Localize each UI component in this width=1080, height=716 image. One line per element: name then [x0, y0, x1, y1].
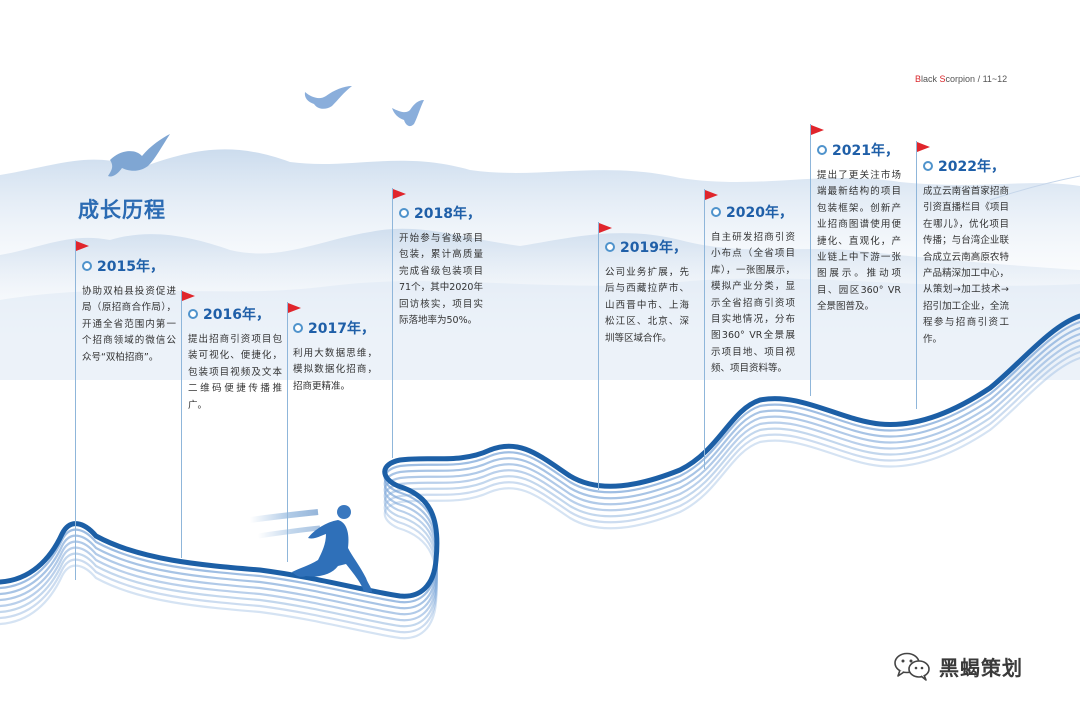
ring-icon	[293, 323, 303, 333]
flag-icon	[182, 291, 195, 301]
ring-icon	[188, 309, 198, 319]
milestone-year: 2015年，	[97, 259, 164, 275]
bird-2	[304, 86, 352, 109]
timeline-ribbon	[0, 313, 1080, 640]
flag-icon	[705, 190, 718, 200]
milestone-2019: 2019年， 公司业务扩展，先后与西藏拉萨市、山西晋中市、上海松江区、北京、深圳…	[605, 237, 689, 347]
ring-icon	[817, 145, 827, 155]
milestone-pole	[75, 240, 76, 580]
milestone-2017: 2017年， 利用大数据思维，模拟数据化招商，招商更精准。	[293, 318, 377, 395]
flag-icon	[599, 223, 612, 233]
ribbon-line	[0, 332, 1080, 616]
milestone-text: 自主研发招商引资小布点（全省项目库），一张图展示，模拟产业分类，显示全省招商引资…	[711, 232, 795, 375]
ribbon-line	[0, 356, 1080, 640]
milestone-pole	[916, 141, 917, 409]
milestone-2015: 2015年， 协助双柏县投资促进局（原招商合作局），开通全省范围内第一个招商领域…	[82, 256, 176, 366]
ribbon-line	[0, 326, 1080, 610]
brand-accent-letter-2: S	[939, 74, 946, 84]
brand-accent-letter: B	[915, 74, 922, 84]
page-number: / 11~12	[975, 74, 1008, 84]
ring-icon	[82, 261, 92, 271]
wechat-icon	[894, 652, 930, 681]
milestone-year: 2016年，	[203, 307, 270, 323]
milestone-year: 2019年，	[620, 240, 687, 256]
sky-curve	[989, 175, 1080, 201]
milestone-year: 2022年，	[938, 159, 1005, 175]
milestone-pole	[704, 189, 705, 469]
ribbon-line	[0, 344, 1080, 628]
ribbon-line	[0, 350, 1080, 634]
brand-text-2: corpion	[945, 74, 976, 84]
bird-3	[392, 100, 424, 127]
milestone-text: 成立云南省首家招商引资直播栏目《项目在哪儿》，优化项目传播；与台湾企业联合成立云…	[923, 186, 1009, 345]
watermark: 黑蝎策划	[893, 651, 1023, 681]
milestone-2022: 2022年， 成立云南省首家招商引资直播栏目《项目在哪儿》，优化项目传播；与台湾…	[923, 156, 1009, 348]
milestone-year: 2020年，	[726, 205, 793, 221]
milestone-year: 2017年，	[308, 321, 375, 337]
watermark-text: 黑蝎策划	[939, 655, 1023, 680]
milestone-text: 公司业务扩展，先后与西藏拉萨市、山西晋中市、上海松江区、北京、深圳等区域合作。	[605, 267, 689, 344]
ribbon-line	[0, 320, 1080, 604]
milestone-pole	[810, 124, 811, 396]
brand-text: lack	[921, 74, 940, 84]
runner-silhouette	[249, 505, 372, 592]
milestone-pole	[598, 222, 599, 490]
milestone-text: 提出了更关注市场端最新结构的项目包装框架。创新产业招商图谱使用便捷化、直观化，产…	[817, 170, 901, 313]
milestone-text: 提出招商引资项目包装可视化、便捷化，包装项目视频及文本二维码便捷传播推广。	[188, 334, 282, 411]
milestone-year: 2021年，	[832, 143, 899, 159]
ribbon-line	[0, 338, 1080, 622]
flag-icon	[288, 303, 301, 313]
ring-icon	[923, 161, 933, 171]
milestone-text: 利用大数据思维，模拟数据化招商，招商更精准。	[293, 348, 377, 392]
bird-1	[108, 134, 170, 177]
milestone-year: 2018年，	[414, 206, 481, 222]
flag-icon	[393, 189, 406, 199]
milestone-pole	[392, 188, 393, 458]
ring-icon	[399, 208, 409, 218]
ribbon-line	[0, 313, 1080, 599]
ring-icon	[605, 242, 615, 252]
milestone-2020: 2020年， 自主研发招商引资小布点（全省项目库），一张图展示，模拟产业分类，显…	[711, 202, 795, 378]
brand-label: Black Scorpion / 11~12	[915, 74, 1007, 84]
milestone-pole	[181, 290, 182, 558]
flag-icon	[917, 142, 930, 152]
page-title: 成长历程	[78, 198, 166, 222]
milestone-text: 协助双柏县投资促进局（原招商合作局），开通全省范围内第一个招商领域的微信公众号“…	[82, 286, 176, 363]
flag-icon	[811, 125, 824, 135]
milestone-pole	[287, 302, 288, 562]
milestone-2016: 2016年， 提出招商引资项目包装可视化、便捷化，包装项目视频及文本二维码便捷传…	[188, 304, 282, 414]
milestone-text: 开始参与省级项目包装，累计高质量完成省级包装项目71个，其中2020年回访核实，…	[399, 233, 483, 327]
milestone-2018: 2018年， 开始参与省级项目包装，累计高质量完成省级包装项目71个，其中202…	[399, 203, 483, 329]
flag-icon	[76, 241, 89, 251]
ring-icon	[711, 207, 721, 217]
milestone-2021: 2021年， 提出了更关注市场端最新结构的项目包装框架。创新产业招商图谱使用便捷…	[817, 140, 901, 316]
